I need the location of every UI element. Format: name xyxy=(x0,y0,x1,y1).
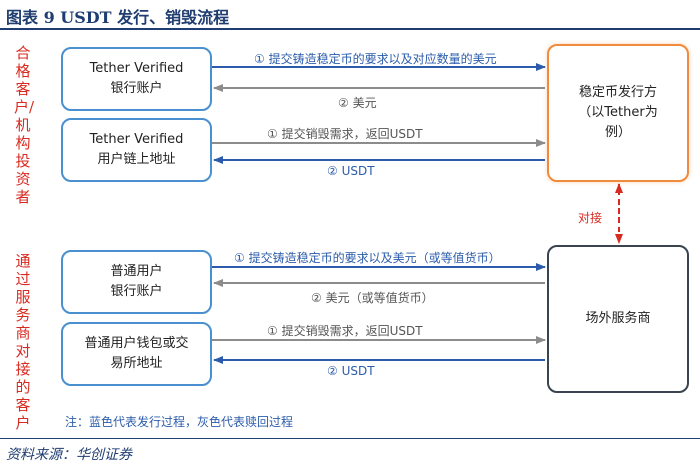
box-retail-bank-account: 普通用户 银行账户 xyxy=(61,250,212,314)
box-line: Tether Verified xyxy=(89,61,184,76)
title-divider xyxy=(0,28,700,30)
label-otc-usd-return: ② 美元（或等值货币） xyxy=(311,291,434,305)
box-line: 银行账户 xyxy=(110,81,163,96)
group-label-otc-clients: 通过服务商对接的客户 xyxy=(15,252,31,432)
box-tether-bank-account: Tether Verified 银行账户 xyxy=(61,47,212,111)
group-label-institutional: 合格客户/机构投资者 xyxy=(14,44,35,206)
box-line: Tether Verified xyxy=(89,132,184,147)
box-line: 例） xyxy=(604,125,631,140)
legend-note: 注：蓝色代表发行过程，灰色代表赎回过程 xyxy=(65,415,294,429)
box-line: 场外服务商 xyxy=(585,311,651,326)
figure-title: 图表 9 USDT 发行、销毁流程 xyxy=(6,8,230,27)
label-usdt-issue: ② USDT xyxy=(327,164,375,178)
box-retail-wallet-address: 普通用户钱包或交 易所地址 xyxy=(61,322,212,386)
box-otc-service-provider: 场外服务商 xyxy=(547,245,689,393)
label-otc-mint-request: ① 提交铸造稳定币的要求以及美元（或等值货币） xyxy=(234,251,501,265)
label-link: 对接 xyxy=(578,211,603,225)
label-otc-burn-request: ① 提交销毁需求，返回USDT xyxy=(267,324,423,338)
label-usd-return: ② 美元 xyxy=(338,96,377,110)
box-line: 普通用户 xyxy=(110,264,163,279)
box-line: 银行账户 xyxy=(110,284,163,299)
label-burn-request: ① 提交销毁需求，返回USDT xyxy=(267,127,423,141)
box-line: 普通用户钱包或交 xyxy=(84,336,189,351)
box-tether-chain-address: Tether Verified 用户链上地址 xyxy=(61,118,212,182)
box-line: 用户链上地址 xyxy=(97,152,176,167)
source-credit: 资料来源：华创证券 xyxy=(6,447,132,463)
box-line: （以Tether为 xyxy=(578,105,658,120)
label-mint-request: ① 提交铸造稳定币的要求以及对应数量的美元 xyxy=(254,52,497,66)
box-line: 易所地址 xyxy=(110,356,163,371)
box-line: 稳定币发行方 xyxy=(578,85,657,100)
source-divider xyxy=(0,438,700,439)
box-stablecoin-issuer: 稳定币发行方 （以Tether为 例） xyxy=(547,44,689,182)
label-otc-usdt-issue: ② USDT xyxy=(327,364,375,378)
